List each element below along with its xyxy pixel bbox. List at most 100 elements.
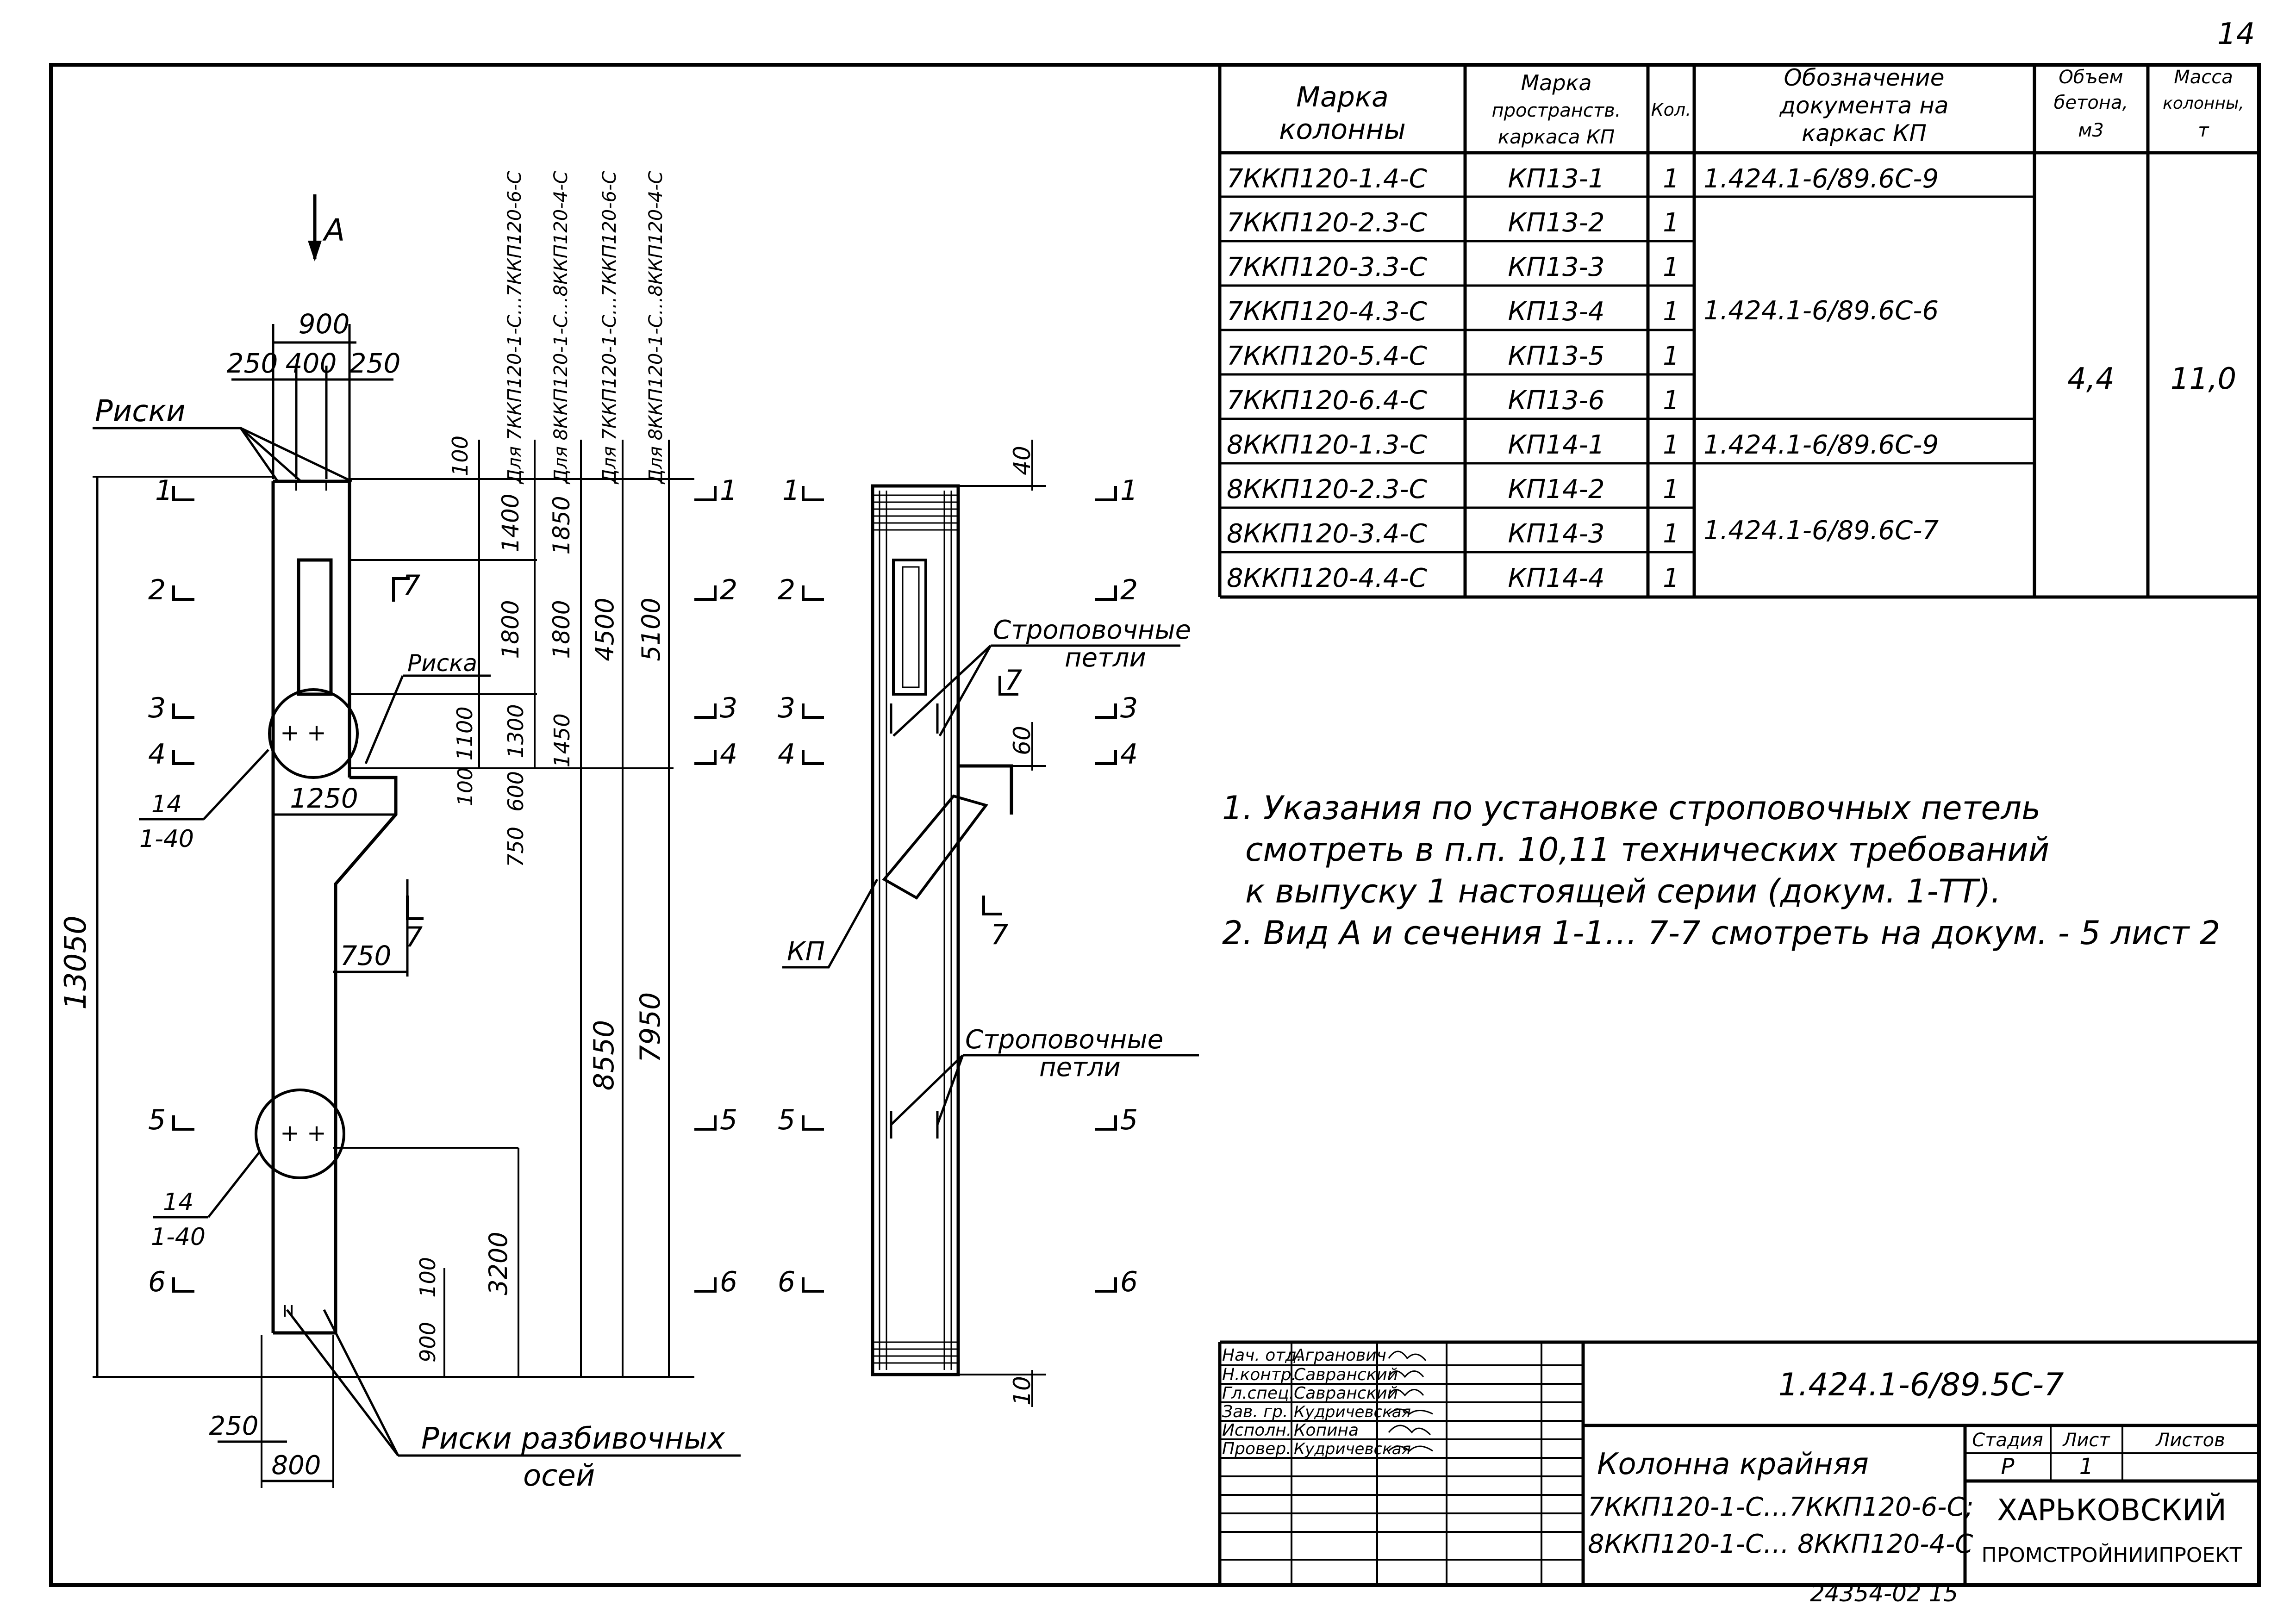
- tb-stage-h: Стадия: [1972, 1430, 2043, 1451]
- dim-900: 900: [299, 308, 350, 340]
- dim-1450: 1450: [549, 713, 574, 767]
- row-qty: 1: [1663, 297, 1679, 327]
- tb-stage: Р: [2001, 1454, 2015, 1480]
- header-kp-mark-2: пространств.: [1492, 100, 1621, 121]
- section-mark: 2: [720, 574, 737, 606]
- dim-1800b: 1800: [548, 600, 575, 659]
- row-mark: 8ККП120-2.3-С: [1227, 474, 1427, 504]
- dim-5100: 5100: [636, 597, 666, 661]
- dim-3200: 3200: [484, 1232, 513, 1295]
- note-line: к выпуску 1 настоящей серии (докум. 1-ТТ…: [1245, 872, 2001, 910]
- dim-750: 750: [340, 940, 392, 971]
- section-mark: 5: [720, 1104, 737, 1136]
- label-riska: Риска: [407, 650, 477, 677]
- dim-750v: 750: [503, 827, 528, 867]
- row-kp: КП14-4: [1508, 563, 1605, 593]
- row-qty: 1: [1663, 430, 1679, 460]
- row-qty: 1: [1663, 164, 1679, 194]
- header-doc-3: каркас КП: [1802, 120, 1927, 147]
- row-qty: 1: [1663, 252, 1679, 282]
- section-mark: 6: [148, 1266, 166, 1298]
- dim-250-left: 250: [227, 348, 278, 379]
- row-kp: КП13-4: [1508, 297, 1605, 327]
- doc-cell: 1.424.1-6/89.6С-9: [1703, 430, 1939, 460]
- section-mark: 3: [1120, 692, 1138, 724]
- header-kp-mark: Марка: [1521, 70, 1591, 95]
- header-mass-3: т: [2198, 120, 2209, 141]
- volume-cell: 4,4: [2067, 362, 2115, 396]
- label-riski-axes: Риски разбивочных: [421, 1422, 725, 1456]
- dim-8550: 8550: [588, 1020, 620, 1091]
- section-mark: 2: [778, 574, 795, 606]
- dim-400: 400: [286, 348, 337, 379]
- row-qty: 1: [1663, 563, 1679, 593]
- tb-role: Нач. отд.: [1222, 1346, 1302, 1365]
- header-volume-3: м3: [2078, 120, 2104, 141]
- label-loops-bottom: Строповочные: [965, 1025, 1163, 1055]
- tb-title-1: Колонна крайняя: [1597, 1447, 1869, 1481]
- tb-sheet: 1: [2079, 1454, 2094, 1480]
- dim-1400: 1400: [497, 493, 524, 552]
- section-mark: 7: [403, 569, 420, 602]
- section-mark: 4: [148, 738, 166, 771]
- section-mark: 7: [991, 919, 1008, 951]
- detail-sheet-top: 1-40: [139, 825, 194, 853]
- tb-name: Савранский: [1294, 1384, 1398, 1403]
- dim-900v: 900: [415, 1322, 440, 1363]
- header-kp-mark-3: каркаса КП: [1498, 125, 1615, 148]
- label-riski: Риски: [95, 394, 186, 429]
- label-loops-bottom-2: петли: [1039, 1052, 1121, 1083]
- dim-1300: 1300: [503, 704, 528, 758]
- applicability-note: Для 7ККП120-1-С…7ККП120-6-С: [504, 171, 525, 485]
- dim-1250: 1250: [290, 783, 358, 814]
- section-mark: 4: [778, 738, 795, 771]
- view-a-label: A: [322, 212, 345, 248]
- section-mark: 6: [1120, 1266, 1138, 1298]
- column-side-view: 1 2 3 4 5 6 1 2 3 4 5 6 7 7 40 60 10 Стр…: [778, 440, 1199, 1407]
- doc-cell: 1.424.1-6/89.6С-7: [1703, 516, 1939, 546]
- row-qty: 1: [1663, 386, 1679, 416]
- tb-sheets-h: Листов: [2155, 1430, 2225, 1451]
- section-mark: 5: [148, 1104, 166, 1136]
- label-riski-axes-2: осей: [523, 1459, 595, 1493]
- header-mass-2: колонны,: [2163, 94, 2244, 113]
- notes: 1. Указания по установке строповочных пе…: [1222, 789, 2220, 952]
- label-loops-top-2: петли: [1065, 643, 1146, 673]
- tb-role: Зав. гр.: [1222, 1402, 1288, 1421]
- row-mark: 7ККП120-6.4-С: [1227, 386, 1427, 416]
- section-mark: 4: [1120, 738, 1138, 771]
- header-volume: Объем: [2059, 67, 2123, 88]
- tb-doc-code: 1.424.1-6/89.5С-7: [1778, 1367, 2064, 1403]
- row-qty: 1: [1663, 341, 1679, 371]
- row-kp: КП14-1: [1508, 430, 1605, 460]
- section-mark: 4: [720, 738, 737, 771]
- label-kp: КП: [787, 937, 825, 967]
- row-mark: 8ККП120-4.4-С: [1227, 563, 1427, 593]
- section-mark: 1: [720, 474, 737, 507]
- dim-1800a: 1800: [497, 600, 524, 659]
- tb-name: Савранский: [1294, 1365, 1398, 1384]
- detail-circle-top: [268, 688, 359, 779]
- row-mark: 7ККП120-5.4-С: [1227, 341, 1427, 371]
- section-mark: 1: [782, 474, 800, 507]
- header-doc: Обозначение: [1784, 64, 1945, 91]
- note-line: смотреть в п.п. 10,11 технических требов…: [1245, 831, 2049, 869]
- tb-org-1: ХАРЬКОВСКИЙ: [1997, 1493, 2227, 1528]
- tb-role: Гл.спец.: [1222, 1384, 1294, 1403]
- row-kp: КП13-1: [1508, 164, 1605, 194]
- note-line: 1. Указания по установке строповочных пе…: [1222, 789, 2040, 827]
- doc-cell: 1.424.1-6/89.6С-6: [1703, 296, 1939, 326]
- dim-40: 40: [1009, 446, 1036, 475]
- tb-name: Кудричевская: [1294, 1403, 1411, 1421]
- header-column-mark: Марка: [1296, 81, 1389, 113]
- dim-100c: 100: [415, 1257, 440, 1298]
- row-mark: 8ККП120-1.3-С: [1227, 430, 1427, 460]
- tb-bottom-code: 24354-02 15: [1810, 1580, 1958, 1607]
- row-qty: 1: [1663, 208, 1679, 238]
- dim-1850: 1850: [548, 496, 575, 554]
- dim-10: 10: [1009, 1376, 1036, 1406]
- dim-1100: 1100: [452, 706, 477, 760]
- svg-text:+ +: + +: [280, 719, 326, 746]
- section-mark: 7: [405, 921, 423, 953]
